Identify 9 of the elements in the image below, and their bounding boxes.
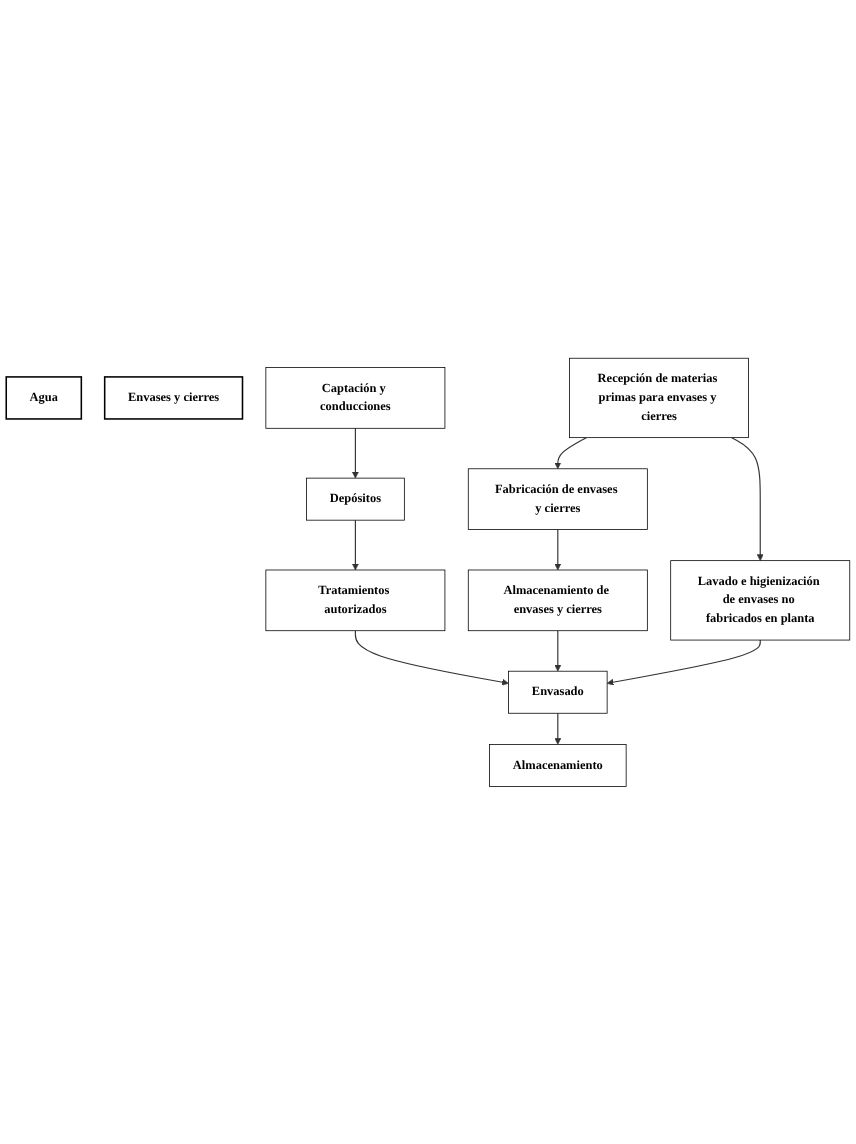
arrow [554, 528, 562, 570]
arrow [554, 629, 562, 672]
arrow [606, 639, 761, 686]
arrow [554, 712, 562, 745]
arrow [351, 427, 359, 479]
arrow [554, 436, 587, 469]
arrow [354, 629, 509, 686]
arrow [731, 436, 764, 561]
arrow [351, 519, 359, 570]
